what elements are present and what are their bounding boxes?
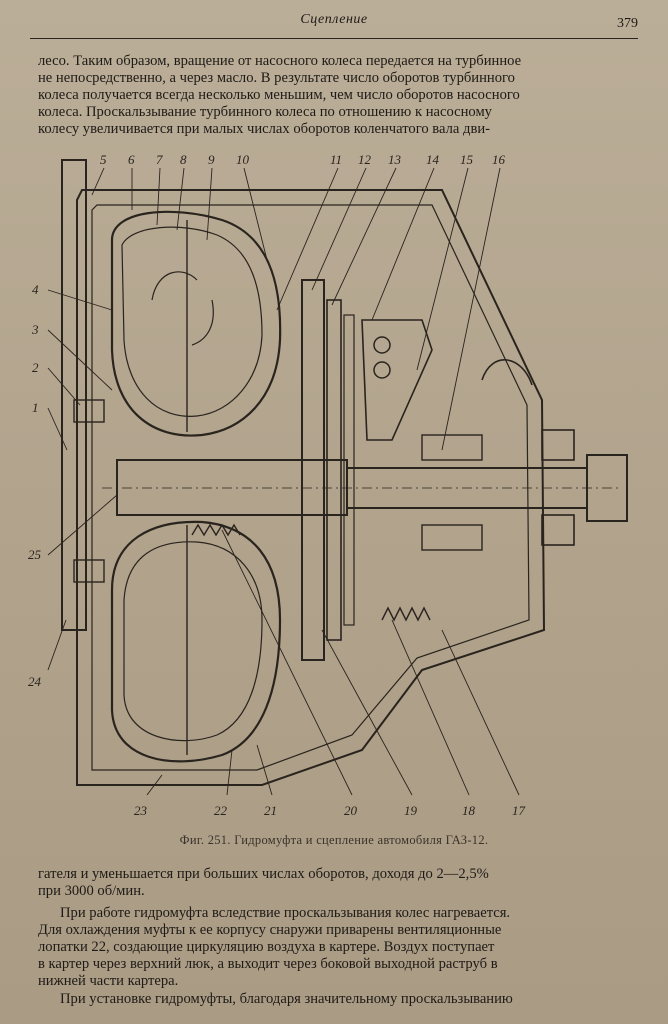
part-label-4: 4 (32, 282, 39, 297)
text-line: лопатки 22, создающие циркуляцию воздуха… (38, 939, 495, 955)
turbine-wheel-upper (121, 226, 263, 417)
turbine-wheel-lower (123, 541, 263, 742)
part-label-1: 1 (32, 400, 39, 415)
part-label-21: 21 (264, 803, 277, 818)
part-label-20: 20 (344, 803, 358, 818)
part-label-22: 22 (214, 803, 228, 818)
part-label-13: 13 (388, 152, 402, 167)
pump-wheel-lower (110, 520, 282, 763)
page-number: 379 (617, 16, 638, 31)
housing-outline (76, 189, 546, 786)
part-label-3: 3 (31, 322, 39, 337)
air-outlet (481, 359, 533, 386)
text-line: Для охлаждения муфты к ее корпусу снаруж… (38, 922, 502, 938)
part-label-9: 9 (208, 152, 215, 167)
paragraph-4: При установке гидромуфты, благодаря знач… (38, 991, 638, 1008)
part-label-10: 10 (236, 152, 250, 167)
text-line: не непосредственно, а через масло. В рез… (38, 70, 515, 86)
part-label-12: 12 (358, 152, 372, 167)
seal-spring (191, 523, 241, 537)
text-line: При установке гидромуфты, благодаря знач… (60, 991, 513, 1007)
part-label-11: 11 (330, 152, 342, 167)
text-line: колеса. Проскальзывание турбинного колес… (38, 104, 492, 120)
part-label-19: 19 (404, 803, 418, 818)
part-label-6: 6 (128, 152, 135, 167)
flywheel-flange (61, 159, 87, 631)
fluid-coupling-figure: 5 6 7 8 9 10 11 12 13 14 15 16 4 3 2 1 2… (22, 150, 652, 830)
housing-inner (91, 204, 530, 771)
paragraph-1: лесо. Таким образом, вращение от насосно… (38, 53, 638, 138)
part-label-16: 16 (492, 152, 506, 167)
bolt (73, 559, 105, 583)
release-lever (361, 319, 433, 441)
text-line: колесу увеличивается при малых числах об… (38, 121, 490, 137)
part-label-23: 23 (134, 803, 148, 818)
text-line: гателя и уменьшается при больших числах … (38, 866, 489, 882)
text-line: лесо. Таким образом, вращение от насосно… (38, 53, 522, 69)
text-line: нижней части картера. (38, 973, 179, 989)
technical-drawing: 5 6 7 8 9 10 11 12 13 14 15 16 4 3 2 1 2… (28, 152, 628, 818)
part-label-8: 8 (180, 152, 187, 167)
part-label-14: 14 (426, 152, 440, 167)
text-line: в картер через верхний люк, а выходит че… (38, 956, 498, 972)
part-label-2: 2 (32, 360, 39, 375)
part-label-15: 15 (460, 152, 474, 167)
pressure-plate (326, 299, 342, 641)
page-header: Сцепление 379 (30, 10, 638, 42)
bearing (541, 429, 575, 461)
bearing (541, 514, 575, 546)
input-shaft (116, 459, 348, 516)
paragraph-3: При работе гидромуфта вследствие проскал… (38, 905, 638, 990)
paragraph-2: гателя и уменьшается при больших числах … (38, 866, 638, 900)
part-label-25: 25 (28, 547, 42, 562)
text-line: колеса получается всегда несколько меньш… (38, 87, 520, 103)
figure-caption: Фиг. 251. Гидромуфта и сцепление автомоб… (179, 833, 489, 847)
header-rule (30, 38, 638, 39)
part-label-24: 24 (28, 674, 42, 689)
clutch-spring (381, 606, 431, 622)
clutch-disc (301, 279, 325, 661)
running-title: Сцепление (300, 12, 368, 27)
part-label-17: 17 (512, 803, 526, 818)
text-line: При работе гидромуфта вследствие проскал… (60, 905, 511, 921)
part-label-7: 7 (156, 152, 163, 167)
part-label-18: 18 (462, 803, 476, 818)
text-line: при 3000 об/мин. (38, 883, 145, 899)
pump-wheel-upper (110, 210, 282, 437)
shaft-end (586, 454, 628, 522)
part-label-5: 5 (100, 152, 107, 167)
bolt (73, 399, 105, 423)
